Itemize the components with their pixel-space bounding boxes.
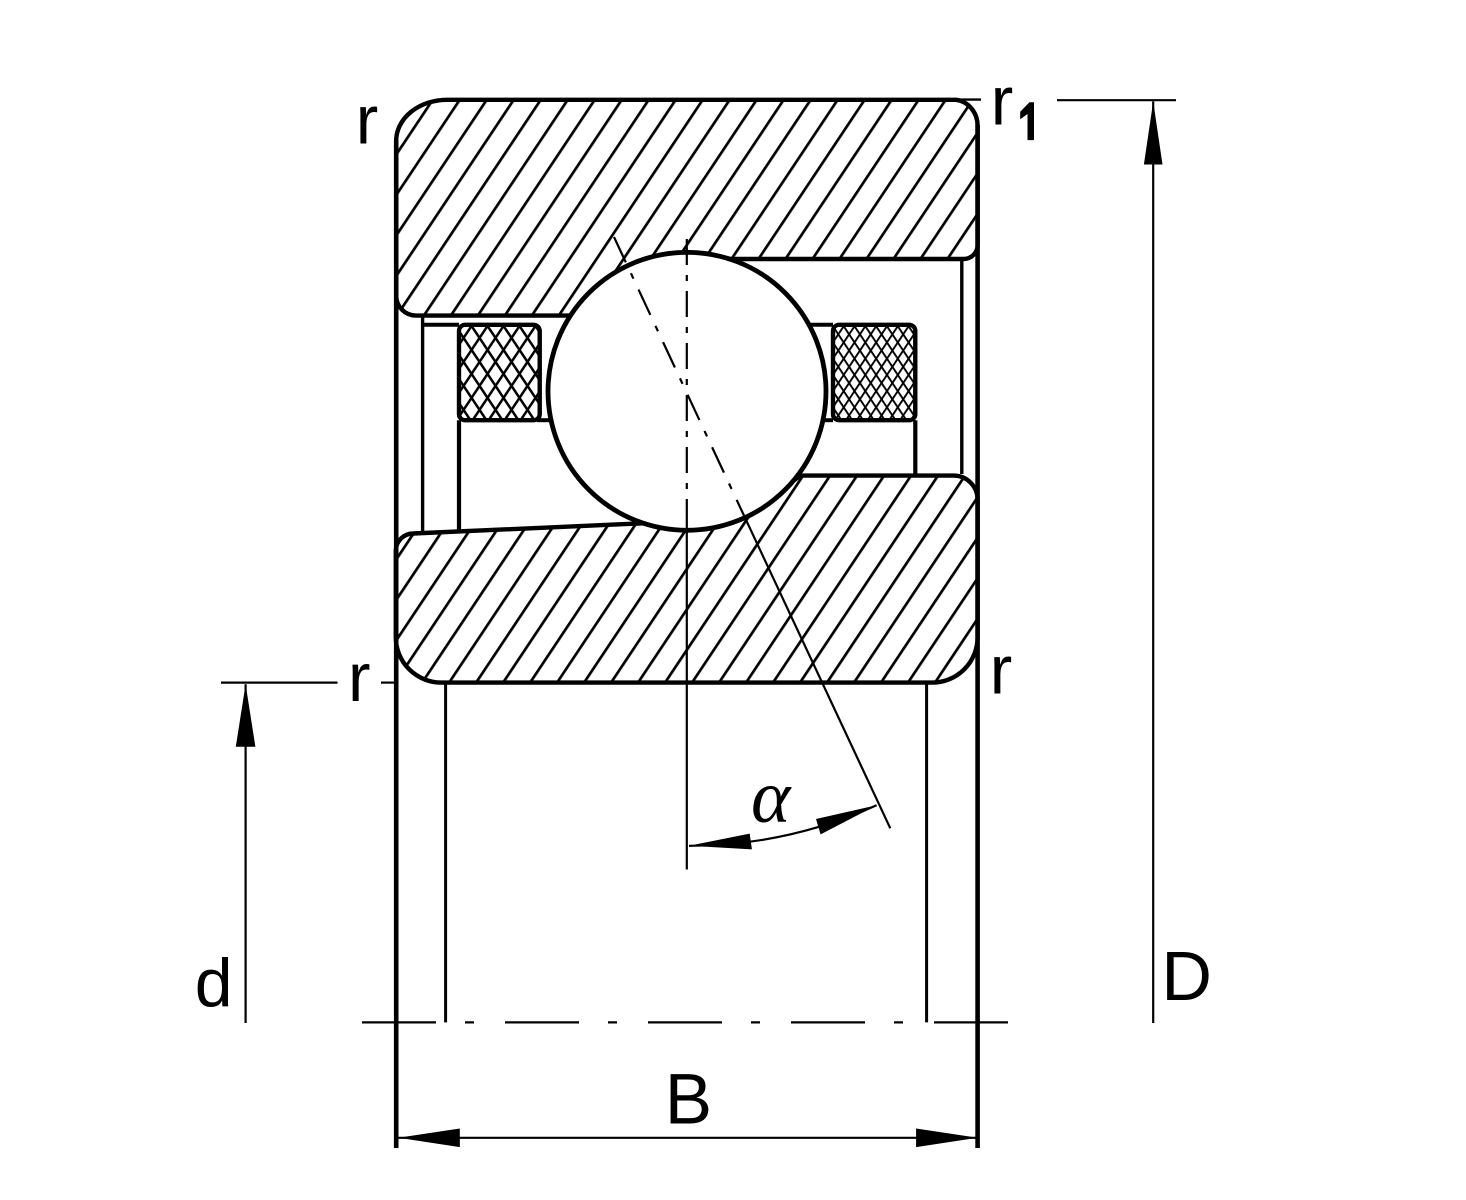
- svg-text:B: B: [665, 1060, 712, 1139]
- svg-text:r: r: [356, 82, 379, 159]
- svg-text:r: r: [990, 632, 1013, 709]
- svg-text:α: α: [751, 756, 792, 839]
- svg-text:D: D: [1161, 937, 1212, 1015]
- svg-text:r: r: [991, 63, 1014, 140]
- svg-text:r: r: [348, 639, 371, 716]
- svg-text:d: d: [195, 945, 233, 1021]
